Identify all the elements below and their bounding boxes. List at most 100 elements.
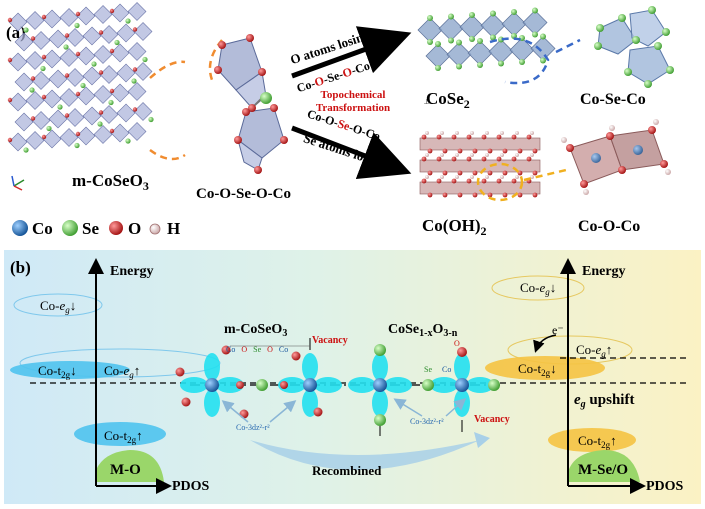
lattice-octahedron xyxy=(48,69,68,89)
o-atom xyxy=(239,409,249,419)
cose2-se-atom xyxy=(519,59,525,65)
lattice-o-atom xyxy=(109,8,115,14)
lattice-octahedron xyxy=(65,108,85,127)
lattice-o-atom xyxy=(98,30,104,35)
cooh2-o-atom xyxy=(481,178,487,184)
vacancy-top-label: Vacancy xyxy=(312,335,348,346)
cooh2-o-atom xyxy=(457,192,463,198)
zoom-dashes-cooh2 xyxy=(476,162,524,202)
cooh2-h-atom xyxy=(515,175,519,179)
lattice-octahedron xyxy=(59,128,79,147)
lattice-octahedron xyxy=(82,26,102,46)
o-atom xyxy=(221,345,231,355)
cooh2-h-atom xyxy=(500,131,504,135)
lattice-octahedron xyxy=(25,11,45,30)
right-t2g-up-label: Co-t2g↑ xyxy=(578,433,617,450)
legend-se-label: Se xyxy=(82,219,99,238)
m-coseo3-lattice xyxy=(7,2,154,153)
lattice-octahedron xyxy=(59,48,79,67)
cooh2-o-atom xyxy=(481,134,487,140)
lattice-octahedron xyxy=(8,92,28,112)
lattice-octahedron xyxy=(76,86,96,106)
o-atom xyxy=(457,347,467,357)
lattice-octahedron xyxy=(25,91,45,110)
cooh2-o-atom xyxy=(442,192,448,198)
cooh2-o-atom xyxy=(526,134,532,140)
cooh2-o-atom xyxy=(496,156,502,162)
lattice-octahedron xyxy=(59,8,79,27)
legend-h-swatch xyxy=(149,223,161,235)
cooh2-o-atom xyxy=(532,148,538,154)
cose2-octahedron xyxy=(480,13,506,38)
cooh2-o-atom xyxy=(421,134,427,140)
lattice-se-atom xyxy=(97,121,103,127)
cooh2-o-atom xyxy=(502,192,508,198)
o-atom xyxy=(313,407,323,417)
se-atom xyxy=(422,379,434,391)
d-orbital-lobe xyxy=(302,353,318,381)
lattice-octahedron xyxy=(127,82,147,101)
cose2-se-atom xyxy=(427,15,433,21)
right-pdos-label: PDOS xyxy=(646,479,684,494)
right-chain-o: O xyxy=(454,339,460,348)
lattice-o-atom xyxy=(98,70,104,75)
lattice-o-atom xyxy=(30,36,36,41)
cooh2-o-atom xyxy=(517,192,523,198)
lattice-se-atom xyxy=(46,125,52,132)
cooh2-o-atom xyxy=(436,156,442,162)
lattice-se-atom xyxy=(63,44,69,50)
cooh2-o-atom xyxy=(451,134,457,140)
cose2-se-atom xyxy=(540,57,546,64)
o-atom xyxy=(291,351,301,361)
cose2-octahedron xyxy=(446,42,472,67)
cooh2-o-atom xyxy=(421,178,427,184)
lattice-octahedron xyxy=(127,122,147,141)
lattice-o-atom xyxy=(41,54,47,60)
cooh2-h-atom xyxy=(440,153,444,157)
left-eg-up-label: Co-eg↑ xyxy=(104,363,140,380)
se-atom xyxy=(256,379,268,391)
recombined-arrow xyxy=(250,440,480,470)
right-eg-down-label: Co-eg↓ xyxy=(520,280,556,297)
lattice-se-atom xyxy=(125,18,131,24)
lattice-se-atom xyxy=(108,99,114,106)
lattice-o-atom xyxy=(41,134,47,140)
arrow-o-losing xyxy=(291,26,412,79)
cooh2-o-atom xyxy=(436,134,442,140)
cose2-se-atom xyxy=(469,36,475,42)
cose2-se-atom xyxy=(511,9,517,15)
cooh2-o-atom xyxy=(472,192,478,198)
cosexoy-label: CoSe1-xO3-n xyxy=(388,322,458,339)
cose2-octahedron xyxy=(530,36,556,61)
cooh2-h-atom xyxy=(470,153,474,157)
cooh2-o-atom xyxy=(511,134,517,140)
cooh2-o-atom xyxy=(487,170,493,176)
co-o-co-cluster xyxy=(561,119,671,195)
cose2-se-atom xyxy=(532,31,538,38)
cose2-se-atom xyxy=(511,33,517,39)
lattice-o-atom xyxy=(7,97,13,103)
lattice-octahedron xyxy=(133,22,153,41)
cooh2-h-atom xyxy=(530,153,534,157)
transformation-label: Transformation xyxy=(316,102,390,114)
cose2-se-atom xyxy=(427,39,433,45)
d-orbital-lobe xyxy=(216,377,244,393)
lattice-octahedron xyxy=(99,25,119,44)
lattice-se-atom xyxy=(148,116,154,123)
cooh2-o-atom xyxy=(496,178,502,184)
cose2-se-atom xyxy=(532,7,538,14)
d-orbital-lobe xyxy=(372,389,388,417)
cooh2-o-atom xyxy=(442,170,448,176)
zoom-dashes-cose2 xyxy=(489,37,550,85)
cooh2-h-atom xyxy=(425,175,429,179)
panel-a: (a) m-CoSeO3 Co Se O H xyxy=(6,2,674,238)
cose2-structure xyxy=(417,7,556,71)
topochemical-label: Topochemical xyxy=(321,89,386,101)
m-coseo3-label: m-CoSeO3 xyxy=(72,171,149,193)
cose2-label: CoSe2 xyxy=(426,89,470,111)
zoom-dashes-cose2-b xyxy=(555,38,581,54)
d-orbital-lobe xyxy=(454,389,470,417)
co-se-co-label: Co-Se-Co xyxy=(580,91,646,108)
legend-co-label: Co xyxy=(32,219,53,238)
left-mo-band xyxy=(96,450,164,482)
